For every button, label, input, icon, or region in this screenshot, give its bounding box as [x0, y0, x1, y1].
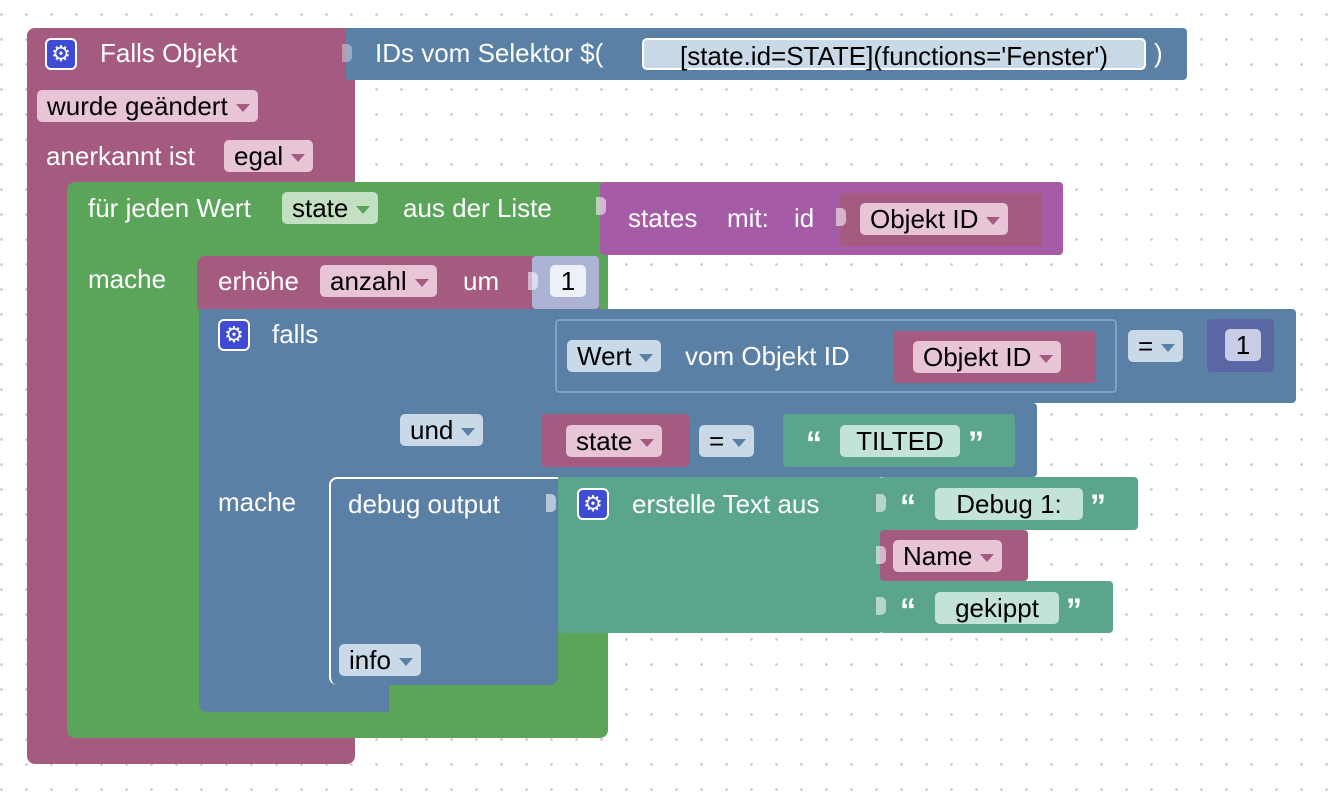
objekt-id-label-1: Objekt ID	[870, 204, 979, 234]
change-dropdown[interactable]: wurde geändert	[37, 90, 258, 122]
selector-suffix: )	[1154, 38, 1163, 68]
text2-field[interactable]: gekippt	[935, 592, 1059, 624]
chevron-down-icon	[980, 554, 995, 563]
chevron-down-icon	[235, 104, 250, 113]
chevron-down-icon	[640, 439, 655, 448]
wert-dropdown[interactable]: Wert	[567, 340, 662, 372]
trigger-title: Falls Objekt	[100, 38, 238, 68]
trigger-gear-icon[interactable]: ⚙	[45, 38, 77, 70]
for-each-prefix: für jeden Wert	[88, 193, 251, 223]
loop-do-label: mache	[88, 264, 167, 294]
eq-op-label-1: =	[1138, 331, 1154, 361]
id-label: id	[794, 203, 815, 233]
wert-dropdown-label: Wert	[577, 341, 632, 371]
state-var-dropdown[interactable]: state	[566, 425, 663, 457]
if-condition-area	[389, 309, 529, 477]
quote-open-icon: “	[900, 592, 916, 628]
selector-connector	[342, 44, 352, 62]
create-text-label: erstelle Text aus	[632, 489, 820, 519]
ack-label: anerkannt ist	[46, 141, 195, 171]
input-connector	[876, 597, 886, 615]
objekt-id-dropdown-1[interactable]: Objekt ID	[860, 203, 1009, 235]
change-dropdown-label: wurde geändert	[47, 91, 228, 121]
chevron-down-icon	[461, 428, 476, 437]
input-connector	[876, 546, 886, 564]
name-dropdown[interactable]: Name	[893, 540, 1003, 572]
input-connector	[546, 494, 556, 512]
debug-level-label: info	[349, 645, 391, 675]
debug-label: debug output	[348, 489, 500, 519]
increment-var-label: anzahl	[330, 266, 407, 296]
objekt-id-label-2: Objekt ID	[923, 342, 1032, 372]
eq-op-dropdown-1[interactable]: =	[1128, 330, 1184, 362]
chevron-down-icon	[1161, 344, 1176, 353]
compare-value-field[interactable]: 1	[1225, 329, 1261, 361]
for-each-suffix: aus der Liste	[403, 193, 552, 223]
name-dropdown-label: Name	[903, 541, 973, 571]
eq-op-dropdown-2[interactable]: =	[699, 425, 755, 457]
debug-level-dropdown[interactable]: info	[339, 644, 421, 676]
selector-input[interactable]: [state.id=STATE](functions='Fenster')	[642, 38, 1146, 71]
chevron-down-icon	[732, 439, 747, 448]
create-text-gear-icon[interactable]: ⚙	[577, 488, 609, 520]
ack-dropdown[interactable]: egal	[224, 140, 314, 172]
input-connector	[528, 272, 538, 290]
increment-by-label: um	[463, 266, 500, 296]
input-connector	[596, 197, 606, 215]
create-text-block[interactable]	[558, 477, 883, 633]
objekt-id-dropdown-2[interactable]: Objekt ID	[913, 341, 1062, 373]
if-do-label: mache	[218, 487, 297, 517]
chevron-down-icon	[398, 658, 413, 667]
increment-label: erhöhe	[218, 266, 299, 296]
chevron-down-icon	[291, 154, 306, 163]
eq-op-label-2: =	[709, 426, 725, 456]
quote-close-icon: ”	[1066, 592, 1082, 628]
quote-open-icon: “	[806, 425, 822, 461]
increment-value-field[interactable]: 1	[550, 265, 586, 297]
input-connector	[876, 494, 886, 512]
mit-label: mit:	[727, 203, 769, 233]
states-label: states	[628, 203, 698, 233]
text1-field[interactable]: Debug 1:	[935, 488, 1083, 520]
chevron-down-icon	[414, 279, 429, 288]
if-label: falls	[272, 319, 319, 349]
quote-open-icon: “	[900, 488, 916, 524]
and-dropdown[interactable]: und	[400, 414, 484, 446]
chevron-down-icon	[986, 217, 1001, 226]
chevron-down-icon	[1039, 355, 1054, 364]
chevron-down-icon	[639, 354, 654, 363]
ack-dropdown-label: egal	[234, 141, 284, 171]
loop-var-label: state	[292, 193, 349, 223]
input-connector	[836, 208, 846, 226]
quote-close-icon: ”	[968, 425, 984, 461]
increment-var-dropdown[interactable]: anzahl	[320, 265, 437, 297]
vom-objekt-label: vom Objekt ID	[685, 341, 850, 371]
selector-prefix: IDs vom Selektor $(	[375, 38, 604, 68]
state-var-label: state	[576, 426, 633, 456]
tilted-text-field[interactable]: TILTED	[840, 425, 960, 457]
chevron-down-icon	[356, 206, 371, 215]
and-dropdown-label: und	[410, 415, 454, 445]
quote-close-icon: ”	[1090, 488, 1106, 524]
loop-var-dropdown[interactable]: state	[282, 192, 379, 224]
if-gear-icon[interactable]: ⚙	[218, 319, 250, 351]
